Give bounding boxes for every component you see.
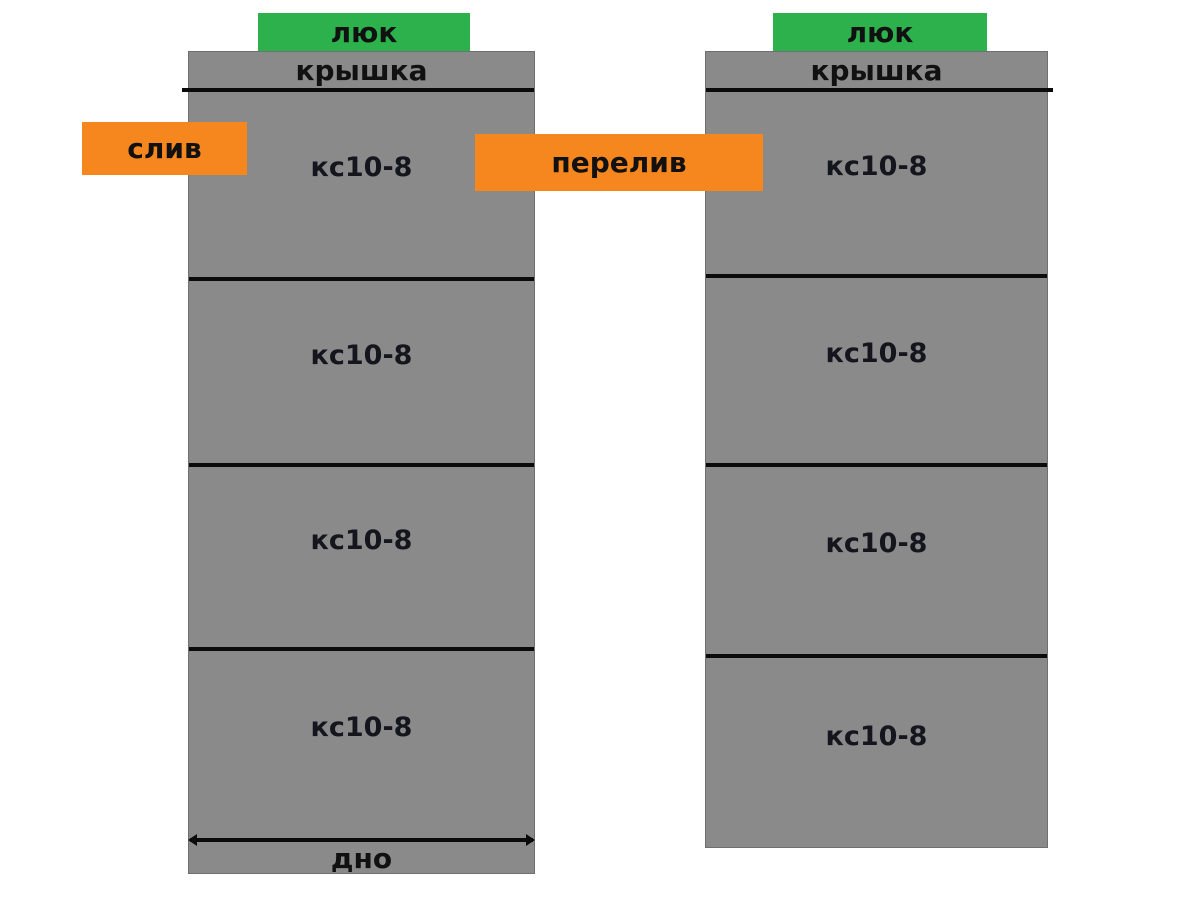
right-ring-1: кс10-8 (706, 92, 1047, 274)
right-cover-joint-line (706, 88, 1053, 92)
left-ring-joint-line-1 (189, 277, 534, 281)
left-ring-4-label: кс10-8 (310, 712, 413, 743)
left-ring-2: кс10-8 (189, 281, 534, 463)
right-cover-section: крышка (706, 52, 1047, 88)
right-ring-4: кс10-8 (706, 658, 1047, 849)
right-ring-joint-line-2 (706, 463, 1047, 467)
overflow-callout: перелив (475, 134, 763, 191)
left-well-hatch: люк (258, 13, 470, 51)
left-bottom-label: дно (330, 841, 393, 875)
drain-callout: слив (82, 122, 247, 175)
left-ring-4: кс10-8 (189, 651, 534, 838)
right-ring-1-label: кс10-8 (825, 150, 928, 182)
left-ring-1-label: кс10-8 (310, 152, 413, 183)
right-ring-joint-line-3 (706, 654, 1047, 658)
drain-callout-label: слив (127, 132, 202, 165)
right-ring-3: кс10-8 (706, 467, 1047, 654)
left-cover-joint-line (182, 88, 534, 92)
left-bottom-dimension-line (190, 838, 533, 842)
left-ring-joint-line-2 (189, 463, 534, 467)
right-cover-label: крышка (810, 53, 943, 87)
left-ring-2-label: кс10-8 (310, 339, 413, 371)
right-ring-2-label: кс10-8 (825, 338, 928, 369)
right-ring-2: кс10-8 (706, 278, 1047, 463)
overflow-callout-label: перелив (551, 146, 687, 179)
left-cover-label: крышка (295, 53, 428, 87)
left-ring-joint-line-3 (189, 647, 534, 651)
right-ring-4-label: кс10-8 (825, 721, 928, 752)
right-hatch-label: люк (846, 15, 914, 49)
left-ring-1: кс10-8 (189, 92, 534, 277)
right-ring-3-label: кс10-8 (825, 528, 928, 559)
right-well-hatch: люк (773, 13, 987, 51)
right-ring-joint-line-1 (706, 274, 1047, 278)
left-ring-3: кс10-8 (189, 467, 534, 647)
left-hatch-label: люк (330, 15, 398, 49)
left-ring-3-label: кс10-8 (310, 524, 413, 556)
left-bottom-section: дно (189, 841, 534, 875)
left-cover-section: крышка (189, 52, 534, 88)
